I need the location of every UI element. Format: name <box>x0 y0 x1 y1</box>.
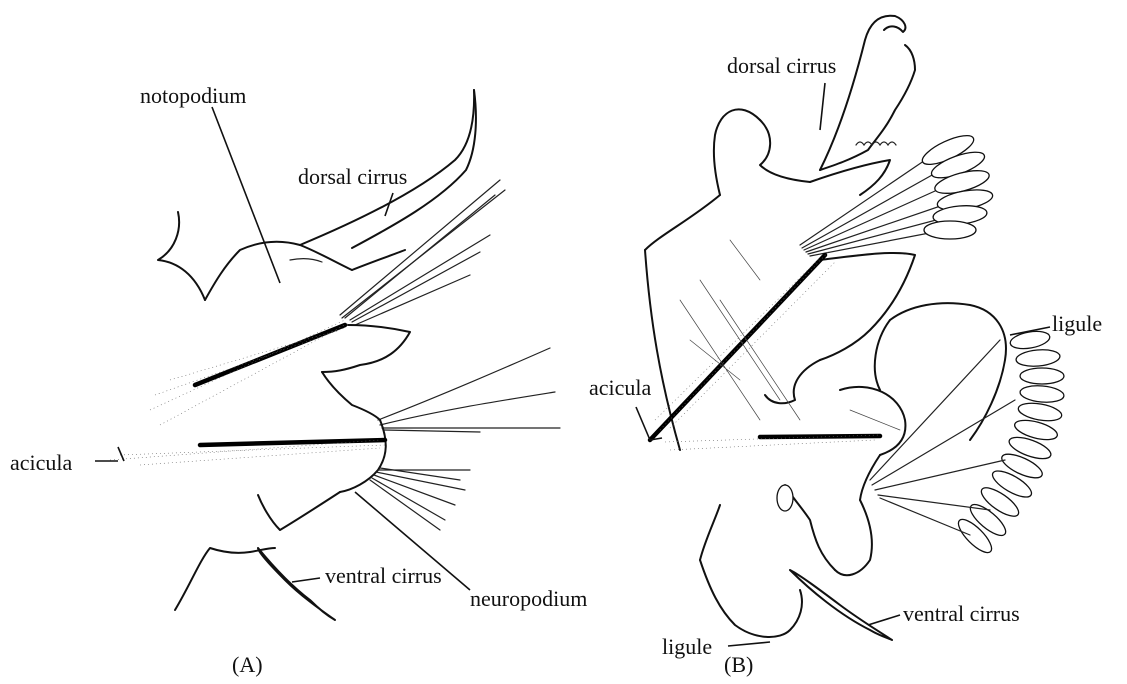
label-notopodium: notopodium <box>140 83 246 108</box>
ligule-setae-blades <box>954 329 1065 558</box>
upper-setae-blades <box>919 130 994 239</box>
label-neuropodium: neuropodium <box>470 586 587 611</box>
panel-b-drawing <box>645 16 1065 640</box>
panel-b-leaders <box>636 83 1050 646</box>
label-acicula: acicula <box>10 450 73 475</box>
panel-a-labels: notopodium dorsal cirrus acicula ventral… <box>10 83 587 677</box>
label-ligule-lower: ligule <box>662 634 712 659</box>
label-dorsal-cirrus: dorsal cirrus <box>298 164 407 189</box>
label-ligule-upper: ligule <box>1052 311 1102 336</box>
label-acicula-b: acicula <box>589 375 652 400</box>
caption-a: (A) <box>232 652 263 677</box>
label-ventral-cirrus-b: ventral cirrus <box>903 601 1020 626</box>
label-ventral-cirrus: ventral cirrus <box>325 563 442 588</box>
caption-b: (B) <box>724 652 753 677</box>
label-dorsal-cirrus-b: dorsal cirrus <box>727 53 836 78</box>
